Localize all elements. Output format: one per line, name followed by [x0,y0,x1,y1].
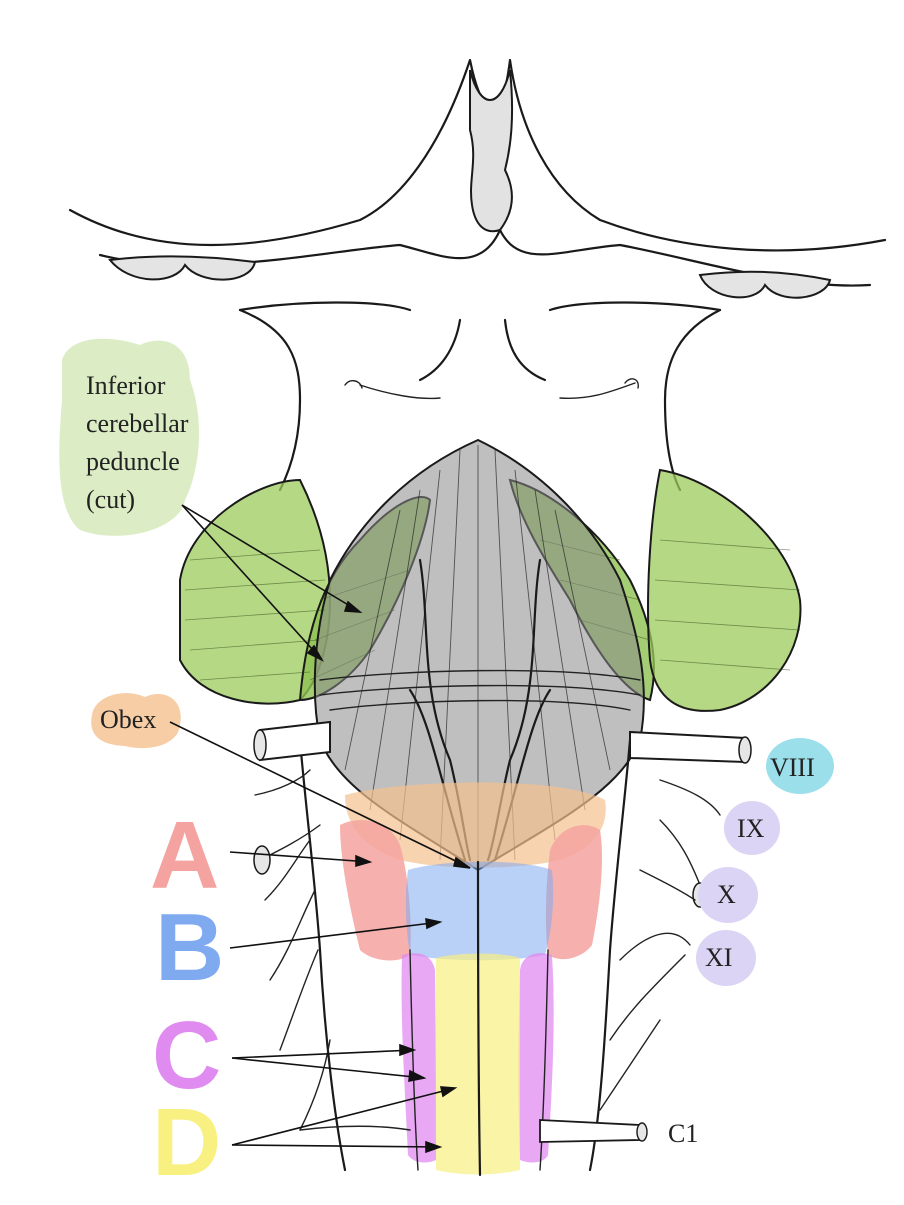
region-a-label: A [150,802,219,909]
cranial-nerve-roots [253,720,752,1143]
label-highlights [59,338,834,986]
obex-label: Obex [100,705,156,734]
peduncle-label: Inferior cerebellar peduncle (cut) [86,371,189,514]
medulla-outline [298,738,632,1172]
peduncle-label-line-1: Inferior [86,371,166,400]
pons-outline [238,301,722,492]
medulla-regions [340,782,606,1177]
region-c-label: C [152,1002,221,1109]
cranial-nerve-xi-label: XI [705,943,732,972]
peduncle-label-line-2: cerebellar [86,409,189,438]
cranial-nerve-x-label: X [717,880,736,909]
cranial-nerve-viii-label: VIII [770,753,815,782]
diencephalon-outline [68,58,887,299]
region-d-label: D [152,1089,221,1196]
peduncle-label-line-4: (cut) [86,485,135,514]
cranial-nerve-ix-label: IX [737,814,765,843]
pointer-lines [169,504,471,1154]
spinal-nerve-c1-label: C1 [668,1119,698,1148]
region-b-label: B [155,894,224,1001]
peduncle-label-line-3: peduncle [86,447,180,476]
